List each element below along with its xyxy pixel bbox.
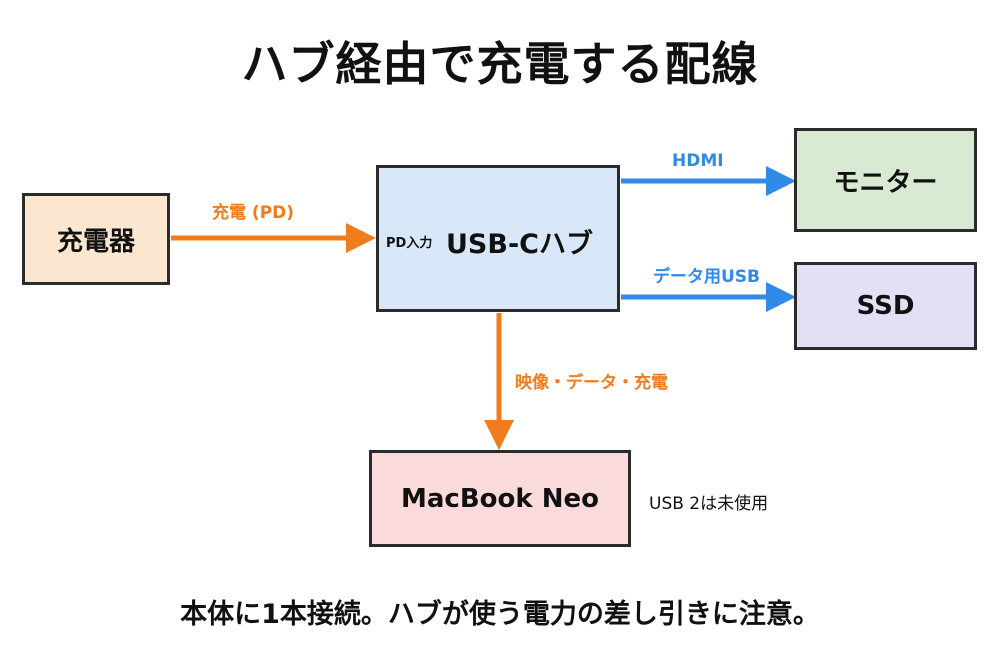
hub-label: USB-Cハブ (446, 229, 593, 260)
charger-label: 充電器 (56, 226, 135, 257)
macbook-label: MacBook Neo (401, 483, 599, 514)
edge-label-charger-to-hub: 充電 (PD) (212, 203, 295, 223)
macbook-box: MacBook Neo (369, 450, 631, 547)
edge-label-hdmi: HDMI (672, 151, 724, 171)
edge-label-hub-to-macbook: 映像・データ・充電 (515, 373, 668, 393)
diagram-title: ハブ経由で充電する配線 (241, 37, 759, 91)
usb-c-hub-box (376, 165, 620, 312)
edge-label-data-usb: データ用USB (653, 267, 761, 287)
monitor-box: モニター (794, 128, 977, 232)
monitor-label: モニター (833, 167, 938, 198)
hub-pd-input-label: PD入力 (386, 236, 433, 251)
ssd-label: SSD (856, 291, 915, 321)
ssd-box: SSD (794, 262, 977, 350)
footer-caption: 本体に1本接続。ハブが使う電力の差し引きに注意。 (180, 599, 820, 630)
usb2-note: USB 2は未使用 (649, 494, 769, 514)
charger-box: 充電器 (22, 193, 170, 285)
